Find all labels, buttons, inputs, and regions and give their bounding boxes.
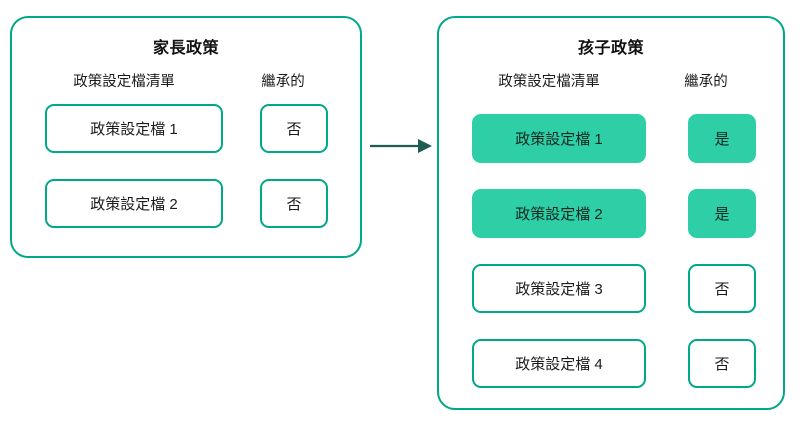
parent-profile-cell-1[interactable]: 政策設定檔 1	[45, 104, 223, 153]
child-policy-panel: 孩子政策 政策設定檔清單 繼承的 政策設定檔 1 是 政策設定檔 2 是 政策設…	[437, 16, 785, 410]
child-rows: 政策設定檔 1 是 政策設定檔 2 是 政策設定檔 3 否 政策設定檔 4 否	[439, 114, 783, 414]
parent-profile-cell-2[interactable]: 政策設定檔 2	[45, 179, 223, 228]
child-inherited-cell-4[interactable]: 否	[688, 339, 756, 388]
child-column-headers: 政策設定檔清單 繼承的	[439, 70, 783, 92]
child-inherited-cell-3[interactable]: 否	[688, 264, 756, 313]
parent-column-headers: 政策設定檔清單 繼承的	[12, 70, 360, 92]
child-header-inherited: 繼承的	[684, 74, 728, 90]
parent-inherited-cell-2[interactable]: 否	[260, 179, 328, 228]
table-row: 政策設定檔 2 否	[12, 179, 360, 228]
table-row: 政策設定檔 2 是	[439, 189, 783, 238]
parent-header-profile-list: 政策設定檔清單	[73, 74, 175, 90]
child-inherited-cell-2[interactable]: 是	[688, 189, 756, 238]
child-profile-cell-4[interactable]: 政策設定檔 4	[472, 339, 646, 388]
child-profile-cell-1[interactable]: 政策設定檔 1	[472, 114, 646, 163]
arrow-right-icon	[370, 139, 432, 153]
parent-inherited-cell-1[interactable]: 否	[260, 104, 328, 153]
table-row: 政策設定檔 1 是	[439, 114, 783, 163]
table-row: 政策設定檔 3 否	[439, 264, 783, 313]
table-row: 政策設定檔 1 否	[12, 104, 360, 153]
parent-policy-panel: 家長政策 政策設定檔清單 繼承的 政策設定檔 1 否 政策設定檔 2 否	[10, 16, 362, 258]
parent-policy-title: 家長政策	[152, 40, 219, 57]
child-inherited-cell-1[interactable]: 是	[688, 114, 756, 163]
parent-header-inherited: 繼承的	[261, 74, 305, 90]
child-header-profile-list: 政策設定檔清單	[498, 74, 600, 90]
parent-rows: 政策設定檔 1 否 政策設定檔 2 否	[12, 104, 360, 228]
child-policy-title: 孩子政策	[577, 40, 644, 57]
child-profile-cell-3[interactable]: 政策設定檔 3	[472, 264, 646, 313]
child-profile-cell-2[interactable]: 政策設定檔 2	[472, 189, 646, 238]
table-row: 政策設定檔 4 否	[439, 339, 783, 388]
